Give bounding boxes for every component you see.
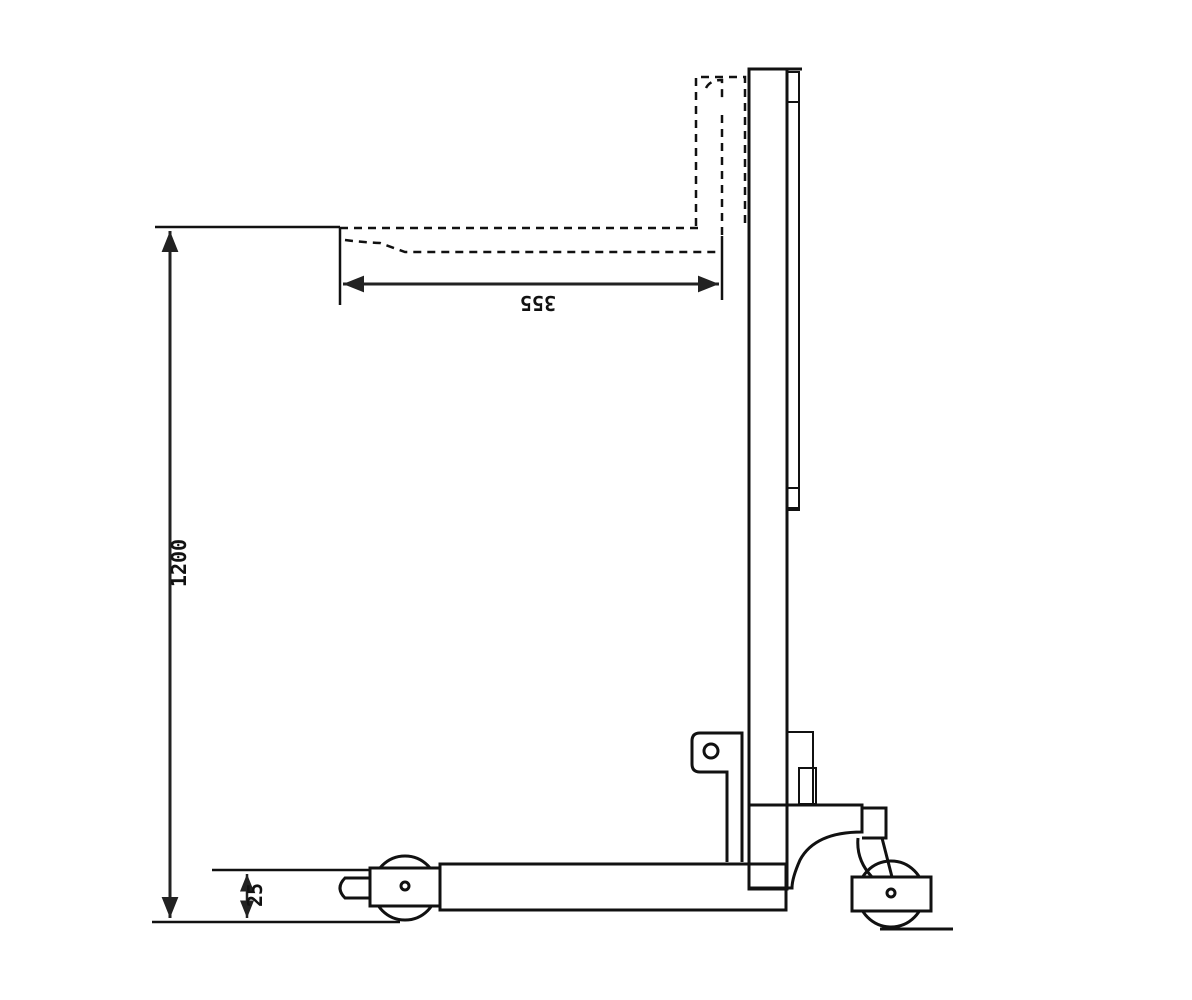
- mast-rail: [786, 71, 800, 509]
- mast: [747, 67, 789, 891]
- raised-fork-dashed: [340, 75, 747, 254]
- base-leg: [438, 862, 788, 912]
- fork-height-label: 25: [243, 883, 267, 907]
- handle-bracket: [690, 731, 744, 862]
- lift-height-label: 1200: [167, 539, 191, 587]
- chassis-body: [749, 803, 864, 890]
- reach-label: 355: [520, 291, 556, 315]
